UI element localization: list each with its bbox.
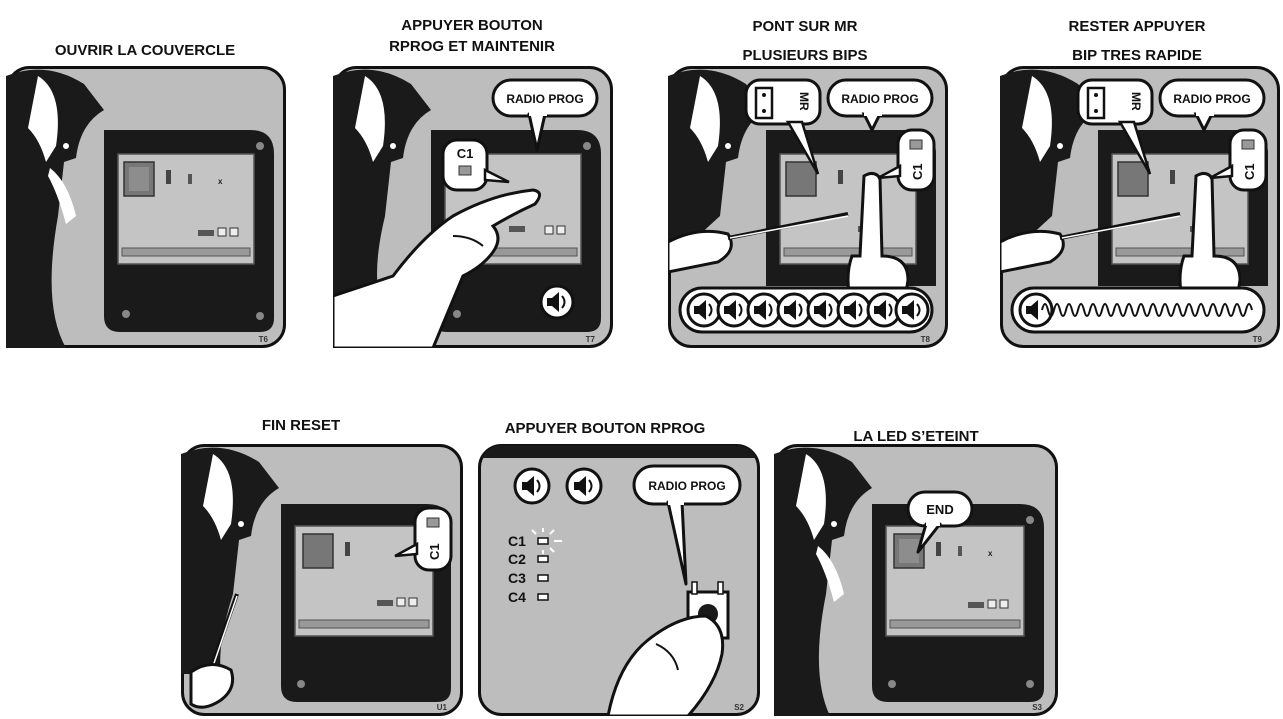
control-box: x: [104, 130, 274, 332]
radio-prog-label: RADIO PROG: [648, 479, 725, 493]
led-icon: [538, 594, 548, 600]
jumper-icon: [756, 88, 772, 118]
step-code: T6: [259, 335, 269, 344]
radio-prog-label: RADIO PROG: [506, 92, 583, 106]
step-title-5: FIN RESET: [181, 415, 421, 436]
step-code: U1: [437, 703, 448, 712]
svg-text:x: x: [988, 549, 993, 558]
channel-label-c3: C3: [508, 570, 526, 586]
led-icon: [459, 166, 471, 175]
step-code: T8: [921, 335, 931, 344]
step-panel-1: x T6: [6, 66, 286, 348]
step-panel-2: RADIO PROG C1 T7: [333, 66, 613, 348]
end-label: END: [926, 502, 953, 517]
step-panel-6: RADIO PROG C1 C2 C3 C4 S2: [478, 444, 760, 716]
led-icon: [538, 538, 548, 544]
speaker-icon: [778, 294, 810, 326]
speaker-icon: [838, 294, 870, 326]
led-icon: [1242, 140, 1254, 149]
step-title-2: APPUYER BOUTON RPROG ET MAINTENIR: [335, 15, 609, 57]
step-title-3: PONT SUR MR PLUSIEURS BIPS: [668, 12, 942, 70]
jumper-label: MR: [1129, 92, 1143, 111]
step-title-2-line-2: RPROG ET MAINTENIR: [335, 36, 609, 57]
step-panel-3: MR RADIO PROG C1 T8: [668, 66, 948, 348]
led-icon: [538, 575, 548, 581]
jumper-icon: [1088, 88, 1104, 118]
step-panel-5: C1 U1: [181, 444, 463, 716]
svg-text:x: x: [218, 177, 223, 186]
step-title-4: RESTER APPUYER BIP TRES RAPIDE: [1000, 12, 1274, 70]
channel-label-c4: C4: [508, 589, 526, 605]
speaker-icon: [748, 294, 780, 326]
led-label: C1: [457, 146, 474, 161]
speaker-icon: [567, 469, 601, 503]
speaker-icon: [688, 294, 720, 326]
step-code: T7: [586, 335, 596, 344]
step-title-6: APPUYER BOUTON RPROG: [475, 418, 735, 439]
radio-prog-label: RADIO PROG: [841, 92, 918, 106]
step-code: T9: [1253, 335, 1263, 344]
led-icon: [910, 140, 922, 149]
led-label: C1: [1242, 163, 1257, 180]
step-code: S2: [734, 703, 744, 712]
continuous-beep-strip: [1012, 288, 1264, 332]
jumper-label: MR: [797, 92, 811, 111]
step-title-3-line-1: PONT SUR MR: [668, 12, 942, 41]
step-panel-7: x END S3: [774, 444, 1058, 716]
speaker-icon: [541, 286, 573, 318]
speaker-icon: [896, 294, 928, 326]
step-code: S3: [1032, 703, 1042, 712]
step-title-2-line-1: APPUYER BOUTON: [335, 15, 609, 36]
led-label: C1: [910, 163, 925, 180]
beeps-strip: [680, 288, 932, 332]
step-title-1: OUVRIR LA COUVERCLE: [8, 40, 282, 61]
speaker-icon: [718, 294, 750, 326]
channel-label-c2: C2: [508, 551, 526, 567]
control-box: x: [872, 504, 1044, 702]
radio-prog-label: RADIO PROG: [1173, 92, 1250, 106]
step-title-4-line-1: RESTER APPUYER: [1000, 12, 1274, 41]
speaker-icon: [808, 294, 840, 326]
channel-label-c1: C1: [508, 533, 526, 549]
speaker-icon: [515, 469, 549, 503]
led-label: C1: [427, 543, 442, 560]
led-icon: [427, 518, 439, 527]
step-panel-4: MR RADIO PROG C1 T9: [1000, 66, 1280, 348]
led-icon: [538, 556, 548, 562]
